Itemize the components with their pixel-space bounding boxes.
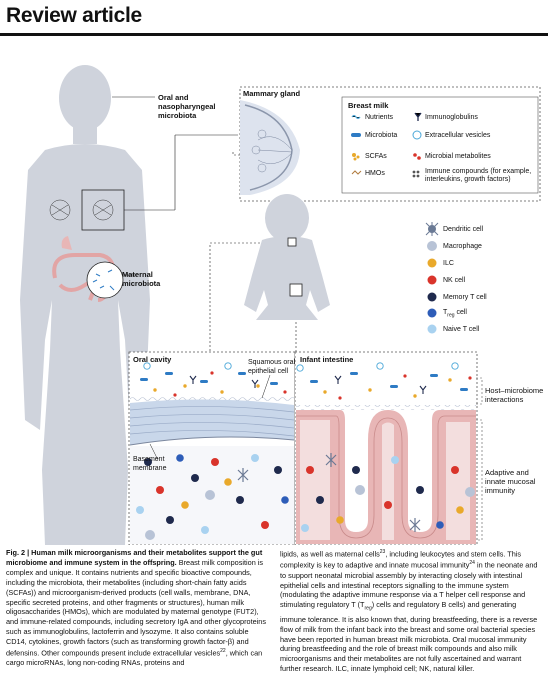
breast-milk-panel — [341, 96, 539, 194]
caption-right-column: lipids, as well as maternal cells23, inc… — [280, 548, 542, 674]
legend-memory-t-cell: Memory T cell — [443, 294, 487, 301]
legend-treg-cell: Treg cell — [443, 309, 467, 319]
caption-right-mid: , including leukocytes and stem cells. T… — [280, 549, 522, 570]
figure-illustration — [20, 65, 541, 545]
caption-right-body: in the neonate and to support neonatal m… — [280, 560, 538, 610]
infant-mouth-box — [287, 237, 297, 247]
squamous-label: Squamous oral epithelial cell — [248, 359, 296, 375]
reference-24: 24 — [469, 560, 475, 567]
microbiota-zoom-circle — [86, 261, 124, 299]
infant-silhouette — [244, 194, 330, 320]
infant-intestine-title: Infant intestine — [300, 355, 354, 364]
nk-cell-icon — [427, 275, 437, 285]
mammary-lobule-icon — [49, 199, 114, 221]
intestinal-villi — [296, 405, 476, 544]
caption-left-column: Fig. 2 | Human milk microorganisms and t… — [6, 548, 268, 668]
legend-nutrients: Nutrients — [365, 114, 394, 121]
legend-naive-t-cell: Naive T cell — [443, 326, 480, 333]
basement-leader — [149, 443, 159, 461]
legend-extracellular-vesicles: Extracellular vesicles — [425, 132, 491, 139]
legend-scfas: SCFAs — [365, 153, 387, 160]
legend-microbial-metabolites: Microbial metabolites — [425, 153, 491, 160]
nutrients-icon — [351, 114, 361, 120]
maternal-microbiota-icons — [92, 269, 115, 291]
mammary-gland-title: Mammary gland — [243, 89, 301, 98]
figure-number: Fig. 2 | — [6, 548, 30, 557]
basement-membrane-label: Basement membrane — [133, 456, 167, 472]
oral-cavity-title: Oral cavity — [133, 355, 172, 364]
caption-body: Breast milk composition is complex and u… — [6, 557, 266, 658]
maternal-microbiota-label: Maternal microbiota — [122, 270, 161, 288]
legend-dendritic-cell: Dendritic cell — [443, 226, 484, 233]
legend-immune-compounds: Immune compounds (for example, interleuk… — [425, 168, 532, 183]
treg-subscript: reg — [364, 605, 372, 612]
caption-body-tail: , which can cargo microRNAs, long non-co… — [6, 648, 263, 668]
ilc-icon — [427, 258, 437, 268]
caption-right-head: lipids, as well as maternal cells — [280, 549, 380, 559]
caption-right-tail: ) cells and regulatory B cells) and gene… — [280, 600, 538, 674]
extracellular-vesicles-icon — [412, 130, 422, 140]
stomach-icon — [61, 236, 72, 250]
immune-compounds-icon — [412, 170, 420, 178]
host-microbiome-label: Host–microbiome interactions — [485, 386, 544, 404]
header-rule — [0, 33, 548, 36]
legend-ilc: ILC — [443, 260, 454, 267]
reference-22: 22 — [220, 648, 226, 655]
oral-microbiota-label: Oral and nasopharyngeal microbiota — [158, 93, 216, 120]
macrophage-icon — [427, 241, 437, 251]
treg-cell-icon — [427, 308, 437, 318]
page-title: Review article — [6, 4, 142, 27]
infant-gut-box — [289, 283, 303, 297]
microbiota-icon — [351, 133, 361, 137]
legend-immunoglobulins: Immunoglobulins — [425, 114, 478, 121]
legend-microbiota: Microbiota — [365, 132, 398, 139]
legend-hmos: HMOs — [365, 170, 385, 177]
scfa-icon — [352, 153, 360, 161]
legend-nk-cell: NK cell — [443, 277, 466, 284]
squamous-leader — [261, 374, 271, 399]
immunoglobulins-icon — [414, 112, 422, 121]
caption-title: Human milk microorganisms and their meta… — [6, 548, 263, 567]
legend-macrophage: Macrophage — [443, 243, 482, 250]
memory-t-cell-icon — [427, 292, 437, 302]
lamina-immune-cells — [136, 453, 475, 540]
surface-microbes — [140, 362, 472, 400]
naive-t-cell-icon — [427, 324, 437, 334]
intestine-label-brackets — [476, 377, 483, 541]
reference-23: 23 — [379, 549, 386, 555]
adaptive-immunity-label: Adaptive and innate mucosal immunity — [485, 468, 536, 495]
breast-milk-title: Breast milk — [348, 101, 389, 110]
breast-cross-section — [240, 100, 300, 195]
dendritic-cell-icon — [425, 222, 439, 236]
hmo-icon — [351, 170, 362, 175]
microbial-metabolites-icon — [413, 153, 421, 160]
mother-silhouette — [20, 65, 150, 545]
